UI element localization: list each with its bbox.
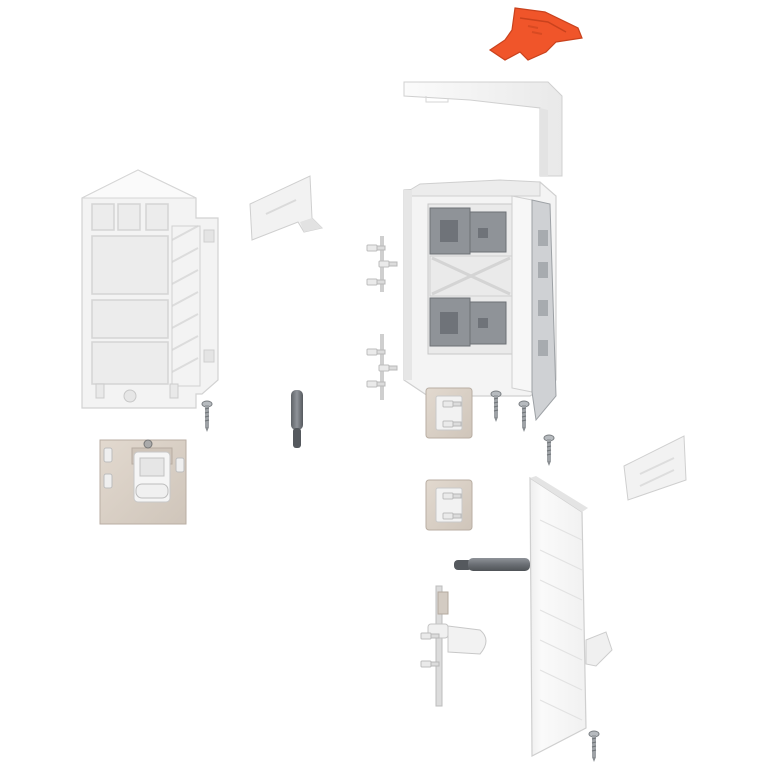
dowel-pair-lower	[366, 334, 398, 400]
grey-pin-left	[291, 390, 303, 448]
dowel-pair-upper	[366, 236, 398, 292]
front-panel	[529, 476, 613, 757]
left-housing	[81, 169, 219, 409]
screw-left	[201, 400, 213, 433]
small-angle-bracket-left	[249, 175, 323, 241]
screw-bottom	[588, 730, 600, 763]
screw-center-3	[543, 434, 555, 467]
top-cover-bracket	[403, 81, 563, 177]
center-mechanism	[403, 179, 557, 422]
screw-center-1	[490, 390, 502, 423]
grey-pin-right	[454, 558, 530, 571]
orange-clip	[488, 7, 583, 61]
beige-mounting-plate	[99, 439, 187, 525]
screw-center-2	[518, 400, 530, 433]
bottom-bracket-assembly	[420, 585, 487, 707]
beige-clip-lower	[425, 479, 473, 531]
small-angle-bracket-right	[623, 435, 687, 501]
beige-clip-upper	[425, 387, 473, 439]
